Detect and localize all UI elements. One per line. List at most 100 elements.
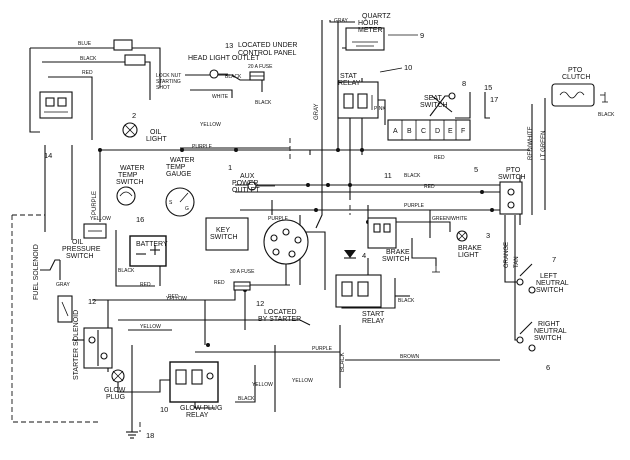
wire-label-red-fuse: RED xyxy=(214,280,225,286)
water-temp-switch xyxy=(116,186,136,206)
head-light-outlet-symbol xyxy=(209,69,228,79)
callout-18: 18 xyxy=(146,431,154,440)
fuel-solenoid xyxy=(57,295,73,323)
callout-2: 2 xyxy=(132,111,136,120)
brake-switch xyxy=(367,217,397,249)
battery xyxy=(129,235,167,267)
wire-label-brown-low: BROWN xyxy=(400,354,420,360)
oil-light-symbol xyxy=(122,122,138,138)
oil-pressure-switch xyxy=(83,223,107,239)
wire-label-black-fuse: BLACK xyxy=(255,100,272,106)
svg-text:S: S xyxy=(169,200,173,206)
wire-label-red-top: RED xyxy=(82,70,93,76)
start-relay xyxy=(335,274,382,308)
glow-plug-relay xyxy=(169,361,219,403)
battery-label: BATTERY xyxy=(136,241,168,248)
wire-label-yellow-ops: YELLOW xyxy=(90,216,111,222)
callout-8: 8 xyxy=(462,79,466,88)
wire-label-blue-top: BLUE xyxy=(78,41,92,47)
callout-5: 5 xyxy=(474,165,478,174)
callout-15: 15 xyxy=(484,83,492,92)
relay-term-e: E xyxy=(448,128,453,135)
fuse-20a-symbol xyxy=(249,71,265,81)
head-light-outlet-label: HEAD LIGHT OUTLET xyxy=(188,55,260,62)
wire-label-yellow-top: YELLOW xyxy=(200,122,221,128)
wire-label-black-hl: BLACK xyxy=(225,74,242,80)
seat-switch xyxy=(431,92,456,113)
diode-4 xyxy=(344,250,356,259)
pto-switch xyxy=(499,181,523,215)
control-panel-label: CONTROL PANEL xyxy=(238,50,296,57)
relay-term-b: B xyxy=(407,128,412,135)
wire-label-redwhite-v: RED/WHITE xyxy=(528,126,534,160)
wire-label-yellow-bottom2: YELLOW xyxy=(292,378,313,384)
fuel-solenoid-side-label: FUEL SOLENOID xyxy=(33,244,40,300)
wire-label-black-v: BLACK xyxy=(340,352,346,372)
callout-3: 3 xyxy=(486,231,490,240)
wire-label-purple-top: PURPLE xyxy=(192,144,213,150)
wire-label-black-batt: BLACK xyxy=(118,268,135,274)
callout-12-starter: 12 xyxy=(256,299,264,308)
ground-18 xyxy=(126,431,138,439)
brake-light-symbol xyxy=(456,230,468,242)
callout-10-bottom: 10 xyxy=(160,405,168,414)
wire-label-ltgreen-v: LT GREEN xyxy=(541,131,547,160)
wire-label-yellow-bottom: YELLOW xyxy=(252,382,273,388)
wire-label-white-lock: WHITE xyxy=(212,94,229,100)
wire-label-black-pto: BLACK xyxy=(598,112,615,118)
right-neutral-switch xyxy=(516,321,536,352)
callout-10-top: 10 xyxy=(404,63,412,72)
quartz-hour-meter xyxy=(345,27,385,51)
callout-12-fuel: 12 xyxy=(88,297,96,306)
located-under-panel-label: LOCATED UNDER xyxy=(238,42,297,49)
wire-label-orange-v: ORANGE xyxy=(504,242,510,268)
connector-14 xyxy=(39,91,73,119)
key-switch xyxy=(205,217,309,265)
glow-plug xyxy=(111,369,125,383)
top-left-connector: BLUE BLACK RED xyxy=(78,39,146,76)
callout-16: 16 xyxy=(136,215,144,224)
wire-label-gray-qm: GRAY xyxy=(334,18,348,24)
wire-label-purple-key: PURPLE xyxy=(268,216,289,222)
callout-1: 1 xyxy=(228,163,232,172)
wire-label-tan-v: TAN xyxy=(514,256,520,268)
callout-7: 7 xyxy=(552,255,556,264)
callout-9: 9 xyxy=(420,31,424,40)
wire-label-purple-v: PURPLE xyxy=(92,191,98,215)
stat-relay xyxy=(337,81,379,119)
svg-text:G: G xyxy=(185,206,189,212)
relay-term-f: F xyxy=(461,128,465,135)
wire-label-black-start: BLACK xyxy=(398,298,415,304)
wire-label-black-gpr: BLACK xyxy=(238,396,255,402)
wire-label-purple-mid: PURPLE xyxy=(404,203,425,209)
wire-label-black-top: BLACK xyxy=(80,56,97,62)
wire-label-pink-relay: PINK xyxy=(374,106,386,112)
callout-14: 14 xyxy=(44,151,52,160)
water-temp-gauge: S G xyxy=(165,187,195,217)
wire-label-yellow-low: YELLOW xyxy=(166,296,187,302)
aux-power-outlet xyxy=(247,181,275,191)
relay-term-a: A xyxy=(393,128,398,135)
starter-solenoid xyxy=(83,327,113,369)
callout-6: 6 xyxy=(546,363,550,372)
wire-label-gray-v: GRAY xyxy=(314,103,320,120)
callout-17: 17 xyxy=(490,95,498,104)
fuse-30a-symbol xyxy=(233,281,251,291)
relay-terminal-block: A B C D E F xyxy=(387,119,471,141)
